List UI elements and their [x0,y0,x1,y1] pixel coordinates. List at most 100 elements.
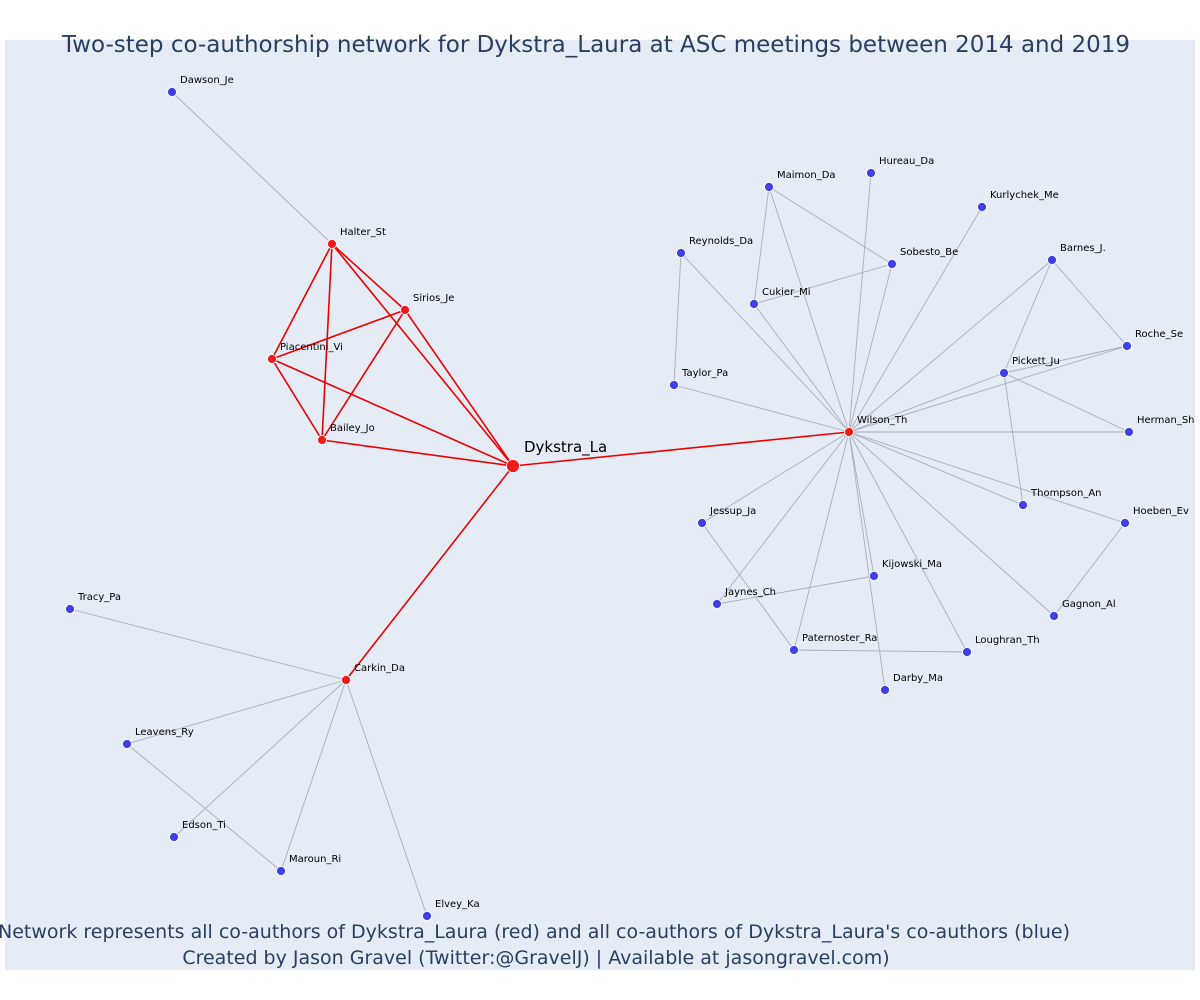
node-dykstra-la[interactable] [506,459,520,473]
node-label-thompson-an: Thompson_An [1030,488,1102,499]
node-label-loughran-th: Loughran_Th [975,635,1040,646]
node-label-sirios-je: Sirios_Je [413,293,454,304]
edge-wilson-th-pickett-ju [848,372,1005,433]
edge-reynolds-da-taylor-pa [673,252,682,386]
edge-hoeben-ev-gagnon-al [1053,522,1126,617]
edge-wilson-th-maimon-da [768,186,850,433]
node-label-halter-st: Halter_St [340,227,386,238]
edge-wilson-th-kurlychek-me [848,206,983,433]
node-label-cukier-mi: Cukier_Mi [762,287,811,298]
edge-layer [69,91,1130,917]
edge-wilson-th-roche-se [848,345,1128,433]
node-elvey-ka[interactable] [422,911,432,921]
edge-cukier-mi-sobesto-be [753,263,893,305]
node-loughran-th[interactable] [962,647,972,657]
edge-wilson-th-sobesto-be [848,263,893,433]
edge-dykstra-la-bailey-jo [321,439,514,467]
node-barnes-j[interactable] [1047,255,1057,265]
edge-barnes-j-pickett-ju [1003,259,1053,374]
edge-wilson-th-kijowski-ma [848,431,875,577]
node-label-tracy-pa: Tracy_Pa [77,592,121,603]
edge-jessup-ja-paternoster-ra [701,522,795,651]
edge-sirios-je-piacentini-vi [271,309,406,360]
node-hoeben-ev[interactable] [1120,518,1130,528]
edge-wilson-th-jaynes-ch [716,431,850,605]
edge-halter-st-piacentini-vi [271,243,333,360]
plot-background [5,40,1195,970]
node-carkin-da[interactable] [341,675,351,685]
edge-pickett-ju-thompson-an [1003,372,1024,506]
node-roche-se[interactable] [1122,341,1132,351]
edge-piacentini-vi-bailey-jo [271,358,323,441]
edge-carkin-da-elvey-ka [345,679,428,917]
edge-pickett-ju-roche-se [1003,345,1128,374]
edge-wilson-th-barnes-j [848,259,1053,433]
node-jessup-ja[interactable] [697,518,707,528]
node-darby-ma[interactable] [880,685,890,695]
edge-carkin-da-leavens-ry [126,679,347,745]
caption-line-1: Network represents all co-authors of Dyk… [0,921,1070,943]
node-halter-st[interactable] [327,239,337,249]
node-piacentini-vi[interactable] [267,354,277,364]
edge-wilson-th-hureau-da [848,172,872,433]
edge-jaynes-ch-kijowski-ma [716,575,875,605]
node-dawson-je[interactable] [167,87,177,97]
node-thompson-an[interactable] [1018,500,1028,510]
node-label-gagnon-al: Gagnon_Al [1062,599,1116,610]
edge-halter-st-dawson-je [171,91,333,245]
node-cukier-mi[interactable] [749,299,759,309]
caption-line-2: Created by Jason Gravel (Twitter:@Gravel… [182,947,889,969]
node-jaynes-ch[interactable] [712,599,722,609]
node-label-kurlychek-me: Kurlychek_Me [990,190,1059,201]
edge-wilson-th-cukier-mi [753,303,850,433]
node-pickett-ju[interactable] [999,368,1009,378]
node-wilson-th[interactable] [844,427,854,437]
edge-pickett-ju-herman-sh [1003,372,1130,433]
node-sobesto-be[interactable] [887,259,897,269]
edge-dykstra-la-sirios-je [404,309,514,467]
node-edson-ti[interactable] [169,832,179,842]
edge-wilson-th-hoeben-ev [848,431,1126,524]
node-label-barnes-j: Barnes_J. [1060,243,1106,254]
edge-paternoster-ra-loughran-th [793,649,968,653]
edge-maimon-da-sobesto-be [768,186,893,265]
node-maimon-da[interactable] [764,182,774,192]
node-kurlychek-me[interactable] [977,202,987,212]
node-gagnon-al[interactable] [1049,611,1059,621]
node-leavens-ry[interactable] [122,739,132,749]
node-kijowski-ma[interactable] [869,571,879,581]
node-label-sobesto-be: Sobesto_Be [900,247,958,258]
edge-wilson-th-loughran-th [848,431,968,653]
node-reynolds-da[interactable] [676,248,686,258]
node-label-elvey-ka: Elvey_Ka [435,899,480,910]
node-label-bailey-jo: Bailey_Jo [330,423,375,434]
chart-title: Two-step co-authorship network for Dykst… [61,32,1130,58]
node-maroun-ri[interactable] [276,866,286,876]
node-label-jaynes-ch: Jaynes_Ch [724,587,776,598]
node-label-dykstra-la: Dykstra_La [524,438,607,457]
node-bailey-jo[interactable] [317,435,327,445]
node-label-carkin-da: Carkin_Da [354,663,405,674]
node-label-leavens-ry: Leavens_Ry [135,727,194,738]
node-herman-sh[interactable] [1124,427,1134,437]
node-paternoster-ra[interactable] [789,645,799,655]
node-label-piacentini-vi: Piacentini_Vi [280,342,343,353]
edge-wilson-th-taylor-pa [673,384,850,433]
node-label-maimon-da: Maimon_Da [777,170,836,181]
node-hureau-da[interactable] [866,168,876,178]
edge-wilson-th-darby-ma [848,431,886,691]
edge-halter-st-sirios-je [331,243,406,311]
node-sirios-je[interactable] [400,305,410,315]
node-tracy-pa[interactable] [65,604,75,614]
edge-dykstra-la-wilson-th [512,431,850,467]
node-taylor-pa[interactable] [669,380,679,390]
edge-maimon-da-cukier-mi [753,186,770,305]
edge-wilson-th-thompson-an [848,431,1024,506]
node-layer [65,87,1134,921]
node-label-edson-ti: Edson_Ti [182,820,226,831]
node-label-jessup-ja: Jessup_Ja [709,506,756,517]
node-label-paternoster-ra: Paternoster_Ra [802,633,877,644]
node-label-hureau-da: Hureau_Da [879,156,934,167]
node-label-herman-sh: Herman_Sh [1137,415,1195,426]
